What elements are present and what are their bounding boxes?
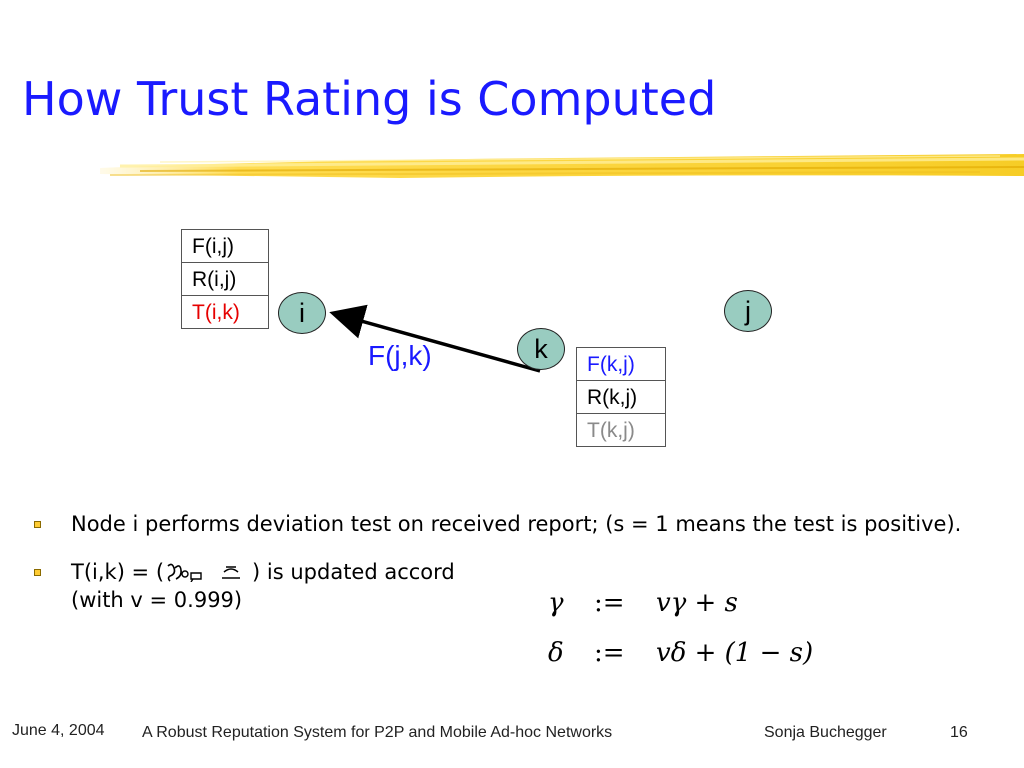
title-underline-brush (100, 154, 1024, 178)
garbled-symbol-glyphs (167, 563, 241, 583)
bullet-item: T(i,k) = ( ) is updated accord (with v =… (34, 558, 994, 614)
bullet-text: Node i performs deviation test on receiv… (71, 512, 962, 536)
equation-lhs: γ (548, 588, 564, 618)
table-cell-f-kj: F(k,j) (577, 348, 665, 381)
equation-assign: := (594, 638, 625, 668)
equation-delta: δ := vδ + (1 − s) (548, 638, 828, 674)
bullet-item: Node i performs deviation test on receiv… (34, 510, 994, 538)
equation-lhs: δ (548, 638, 564, 668)
node-j: j (724, 290, 772, 332)
equation-rhs: vδ + (1 − s) (656, 638, 814, 668)
table-cell-t-kj: T(k,j) (587, 419, 635, 442)
bullet-square-icon (34, 521, 41, 528)
table-cell-t-ik: T(i,k) (192, 301, 240, 324)
table-cell-r-ij: R(i,j) (182, 263, 268, 296)
equation-rhs: vγ + s (656, 588, 738, 618)
node-i-table: F(i,j) R(i,j) T(i,k) (181, 229, 269, 329)
footer-page-number: 16 (950, 724, 968, 741)
edge-label: F(j,k) (368, 340, 432, 371)
node-i: i (278, 292, 326, 334)
bullet-text-prefix: T(i,k) = ( (71, 560, 165, 584)
bullet-square-icon (34, 569, 41, 576)
table-cell-r-kj: R(k,j) (577, 381, 665, 414)
node-k: k (517, 328, 565, 370)
table-cell-f-ij: F(i,j) (182, 230, 268, 263)
footer-author: Sonja Buchegger (764, 724, 887, 741)
equation-assign: := (594, 588, 625, 618)
node-k-table: F(k,j) R(k,j) T(k,j) (576, 347, 666, 447)
bullet-text-line2: (with v = 0.999) (71, 588, 243, 612)
equation-gamma: γ := vγ + s (548, 588, 808, 624)
bullet-text-suffix: ) is updated accord (252, 560, 455, 584)
footer-title: A Robust Reputation System for P2P and M… (142, 724, 613, 741)
bullet-list: Node i performs deviation test on receiv… (34, 510, 994, 634)
footer-date: June 4, 2004 (12, 722, 105, 739)
slide-title: How Trust Rating is Computed (22, 72, 717, 126)
